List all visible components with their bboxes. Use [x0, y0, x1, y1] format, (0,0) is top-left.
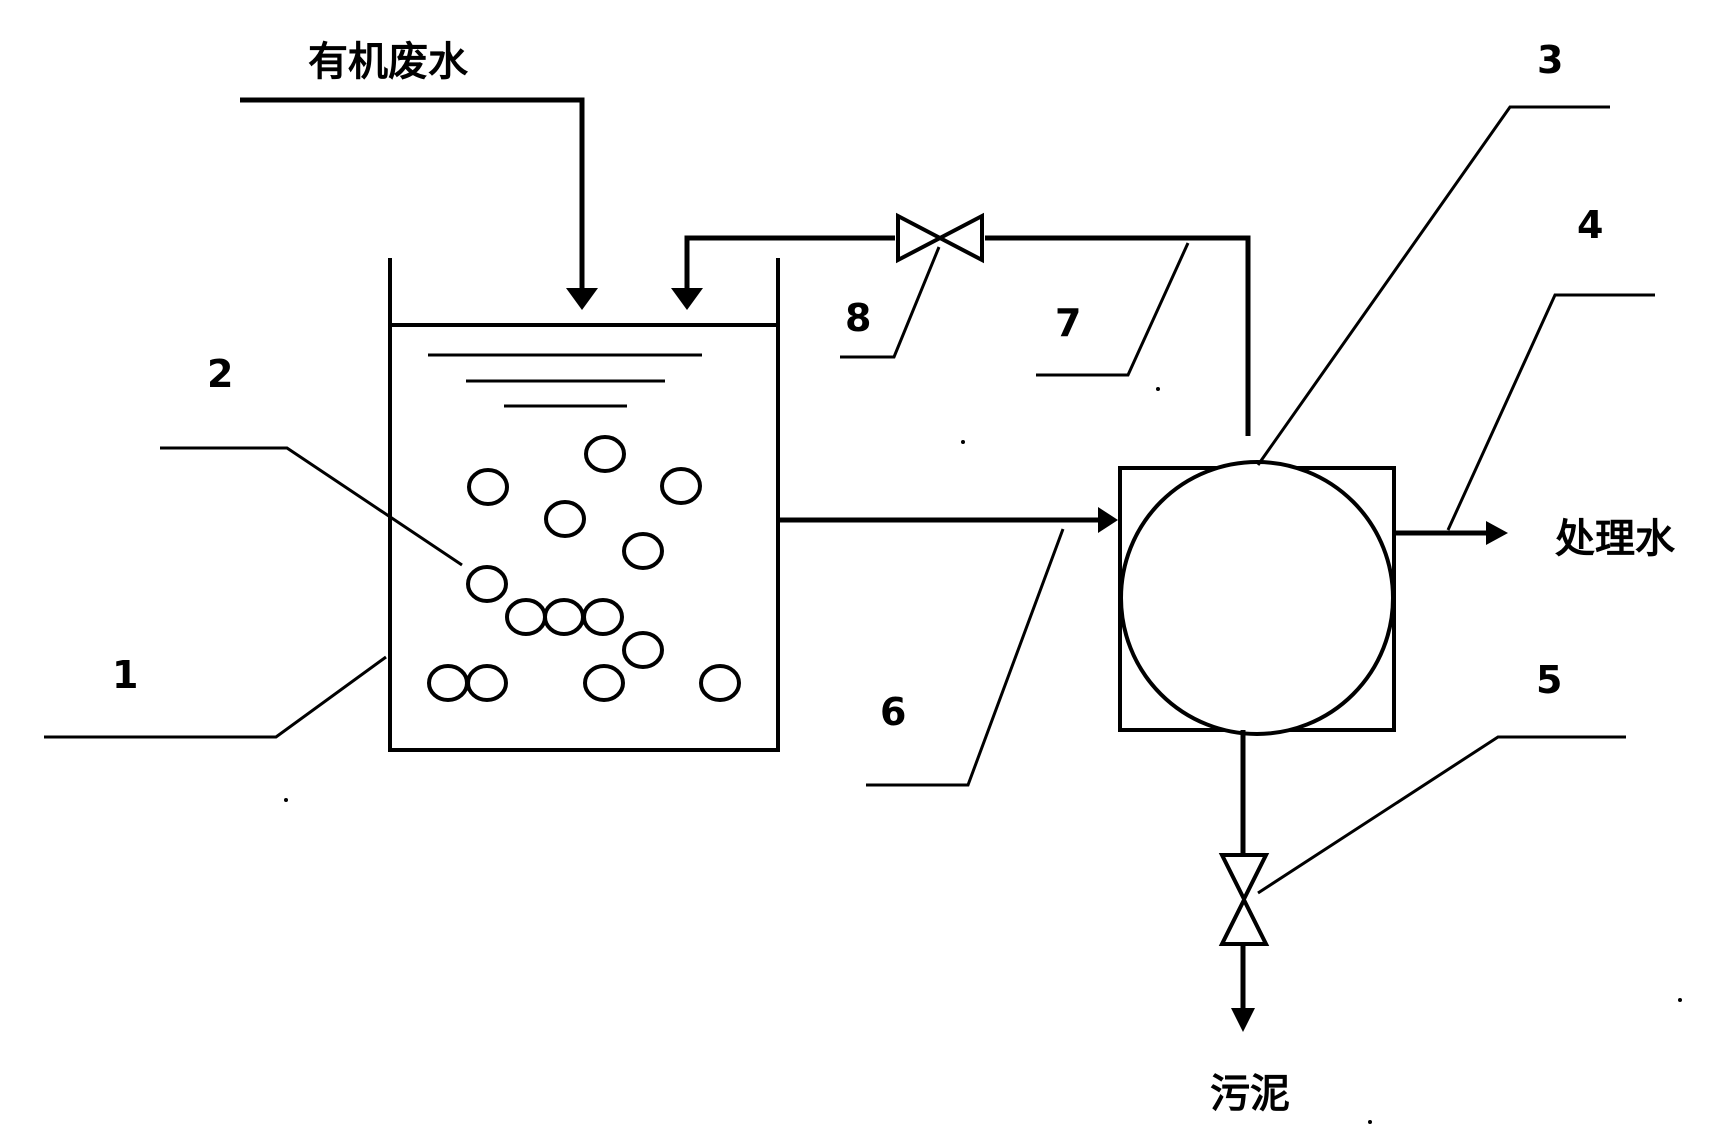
callout-5: 5: [1536, 658, 1562, 702]
separator-unit: [1118, 460, 1396, 736]
callout-7: 7: [1055, 301, 1081, 345]
sludge-line: [1231, 730, 1255, 1032]
callout-4: 4: [1577, 203, 1603, 247]
reactor-tank: [388, 258, 780, 752]
inlet-pipe: [240, 97, 598, 310]
leader-lines: [44, 105, 1655, 895]
sludge-valve: [1218, 853, 1270, 946]
feed-pipe: [778, 507, 1118, 533]
recycle-valve: [896, 212, 984, 264]
callout-1: 1: [112, 653, 138, 697]
callout-6: 6: [880, 690, 906, 734]
treated-water-label: 处理水: [1555, 516, 1676, 562]
sludge-label: 污泥: [1210, 1071, 1290, 1117]
callout-3: 3: [1537, 38, 1563, 82]
recycle-line: [671, 235, 1251, 436]
callout-8: 8: [845, 296, 871, 340]
callout-2: 2: [207, 352, 233, 396]
treated-water-outlet: [1394, 521, 1508, 545]
carrier-particles: [427, 435, 741, 702]
scan-specks: [284, 387, 1682, 1124]
inlet-label: 有机废水: [308, 39, 469, 85]
